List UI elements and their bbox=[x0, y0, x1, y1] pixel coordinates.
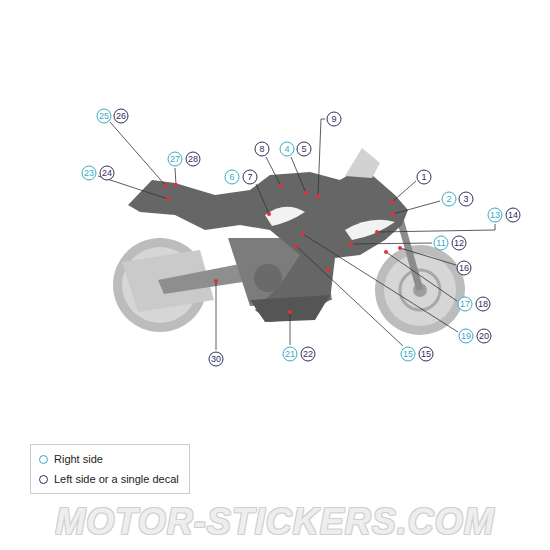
legend-text: Left side or a single decal bbox=[54, 473, 179, 485]
callout-number: 17 bbox=[458, 297, 473, 312]
callout-number: 11 bbox=[434, 236, 449, 251]
callout-number: 28 bbox=[186, 152, 201, 167]
callout-number: 6 bbox=[225, 170, 240, 185]
callout-number: 15 bbox=[419, 347, 434, 362]
legend-row: Right side bbox=[39, 449, 179, 469]
callout-number: 19 bbox=[459, 329, 474, 344]
watermark: MOTOR-STICKERS.COM bbox=[55, 501, 494, 543]
callout-number: 9 bbox=[327, 112, 342, 127]
callout-number: 13 bbox=[488, 208, 503, 223]
callout-number: 16 bbox=[457, 261, 472, 276]
callout-number: 20 bbox=[477, 329, 492, 344]
legend-swatch bbox=[39, 455, 48, 464]
callout-number: 23 bbox=[82, 166, 97, 181]
legend: Right sideLeft side or a single decal bbox=[30, 444, 190, 494]
callout-number: 2 bbox=[442, 192, 457, 207]
callout-number: 18 bbox=[476, 297, 491, 312]
callout-number: 30 bbox=[209, 352, 224, 367]
callout-number: 1 bbox=[417, 170, 432, 185]
legend-text: Right side bbox=[54, 453, 103, 465]
callout-number: 25 bbox=[97, 109, 112, 124]
callout-number: 24 bbox=[100, 166, 115, 181]
callout-number: 12 bbox=[452, 236, 467, 251]
callout-number: 26 bbox=[114, 109, 129, 124]
callout-number: 21 bbox=[283, 347, 298, 362]
callout-number: 3 bbox=[459, 192, 474, 207]
callout-number: 8 bbox=[255, 142, 270, 157]
callout-number: 15 bbox=[401, 347, 416, 362]
legend-row: Left side or a single decal bbox=[39, 469, 179, 489]
legend-swatch bbox=[39, 475, 48, 484]
callout-number: 14 bbox=[506, 208, 521, 223]
callout-number: 22 bbox=[301, 347, 316, 362]
callout-number: 4 bbox=[280, 142, 295, 157]
callout-number: 27 bbox=[168, 152, 183, 167]
callout-number: 5 bbox=[297, 142, 312, 157]
callout-number: 7 bbox=[243, 170, 258, 185]
